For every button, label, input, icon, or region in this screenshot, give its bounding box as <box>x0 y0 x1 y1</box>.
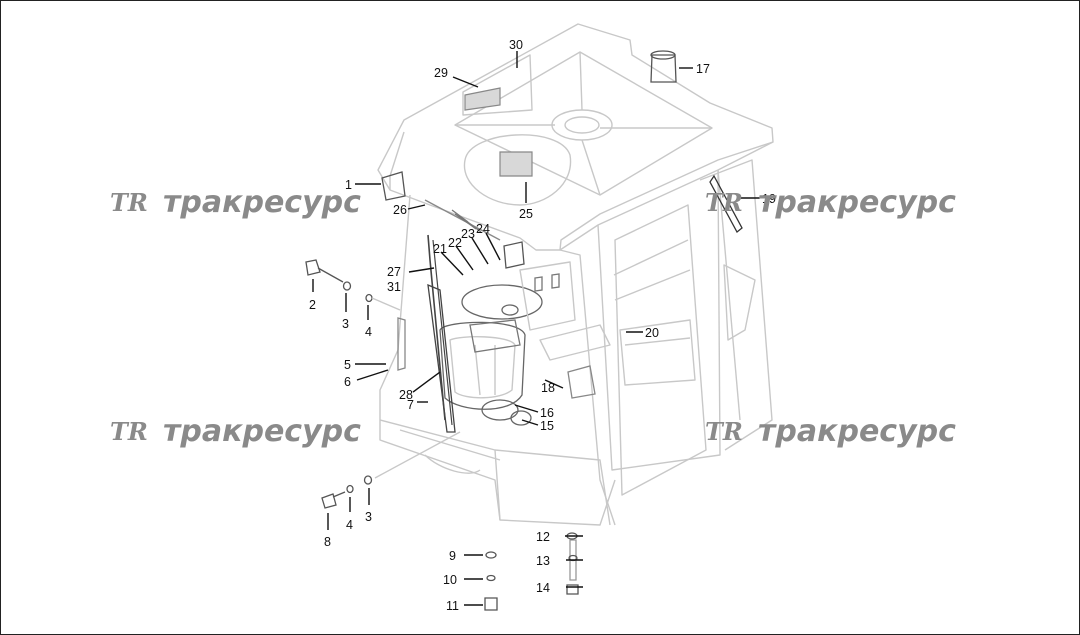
callout-1: 1 <box>345 178 352 192</box>
callout-20: 20 <box>645 326 659 340</box>
callout-14: 14 <box>536 581 550 595</box>
callout-22: 22 <box>448 236 462 250</box>
watermark-top-left: TR тракресурс <box>110 185 361 220</box>
callout-4: 4 <box>365 325 372 339</box>
callout-31: 31 <box>387 280 401 294</box>
callout-29: 29 <box>434 66 448 80</box>
callout-10: 10 <box>443 573 457 587</box>
cab-drawing <box>305 23 774 611</box>
callout-11: 11 <box>446 599 459 613</box>
watermark-logo: TR <box>110 188 148 217</box>
callout-28: 28 <box>399 388 413 402</box>
callout-30: 30 <box>509 38 523 52</box>
watermark-text: тракресурс <box>163 185 361 220</box>
callout-17: 17 <box>696 62 710 76</box>
callout-labels: 1 2 3 4 5 6 7 8 4 3 9 10 11 12 13 14 15 … <box>309 38 776 613</box>
callout-26: 26 <box>393 203 407 217</box>
callout-4-lower: 4 <box>346 518 353 532</box>
callout-8: 8 <box>324 535 331 549</box>
callout-6: 6 <box>344 375 351 389</box>
watermark-logo: TR <box>705 417 743 446</box>
callout-25: 25 <box>519 207 533 221</box>
callout-18: 18 <box>541 381 555 395</box>
callout-19: 19 <box>762 192 776 206</box>
callout-3: 3 <box>342 317 349 331</box>
callout-2: 2 <box>309 298 316 312</box>
watermark-logo: TR <box>705 188 743 217</box>
callout-9: 9 <box>449 549 456 563</box>
callout-23: 23 <box>461 227 475 241</box>
watermark-logo: TR <box>110 417 148 446</box>
callout-16: 16 <box>540 406 554 420</box>
watermark-top-right: TR тракресурс <box>705 185 956 220</box>
watermark-text: тракресурс <box>758 414 956 449</box>
callout-3-lower: 3 <box>365 510 372 524</box>
callout-5: 5 <box>344 358 351 372</box>
callout-13: 13 <box>536 554 550 568</box>
watermark-bottom-left: TR тракресурс <box>110 414 361 449</box>
callout-27: 27 <box>387 265 401 279</box>
callout-7: 7 <box>407 398 414 412</box>
callout-12: 12 <box>536 530 550 544</box>
callout-21: 21 <box>433 242 447 256</box>
leader-lines <box>312 51 760 606</box>
callout-15: 15 <box>540 419 554 433</box>
callout-24: 24 <box>476 222 490 236</box>
watermark-bottom-right: TR тракресурс <box>705 414 956 449</box>
watermark-text: тракресурс <box>758 185 956 220</box>
watermark-text: тракресурс <box>163 414 361 449</box>
